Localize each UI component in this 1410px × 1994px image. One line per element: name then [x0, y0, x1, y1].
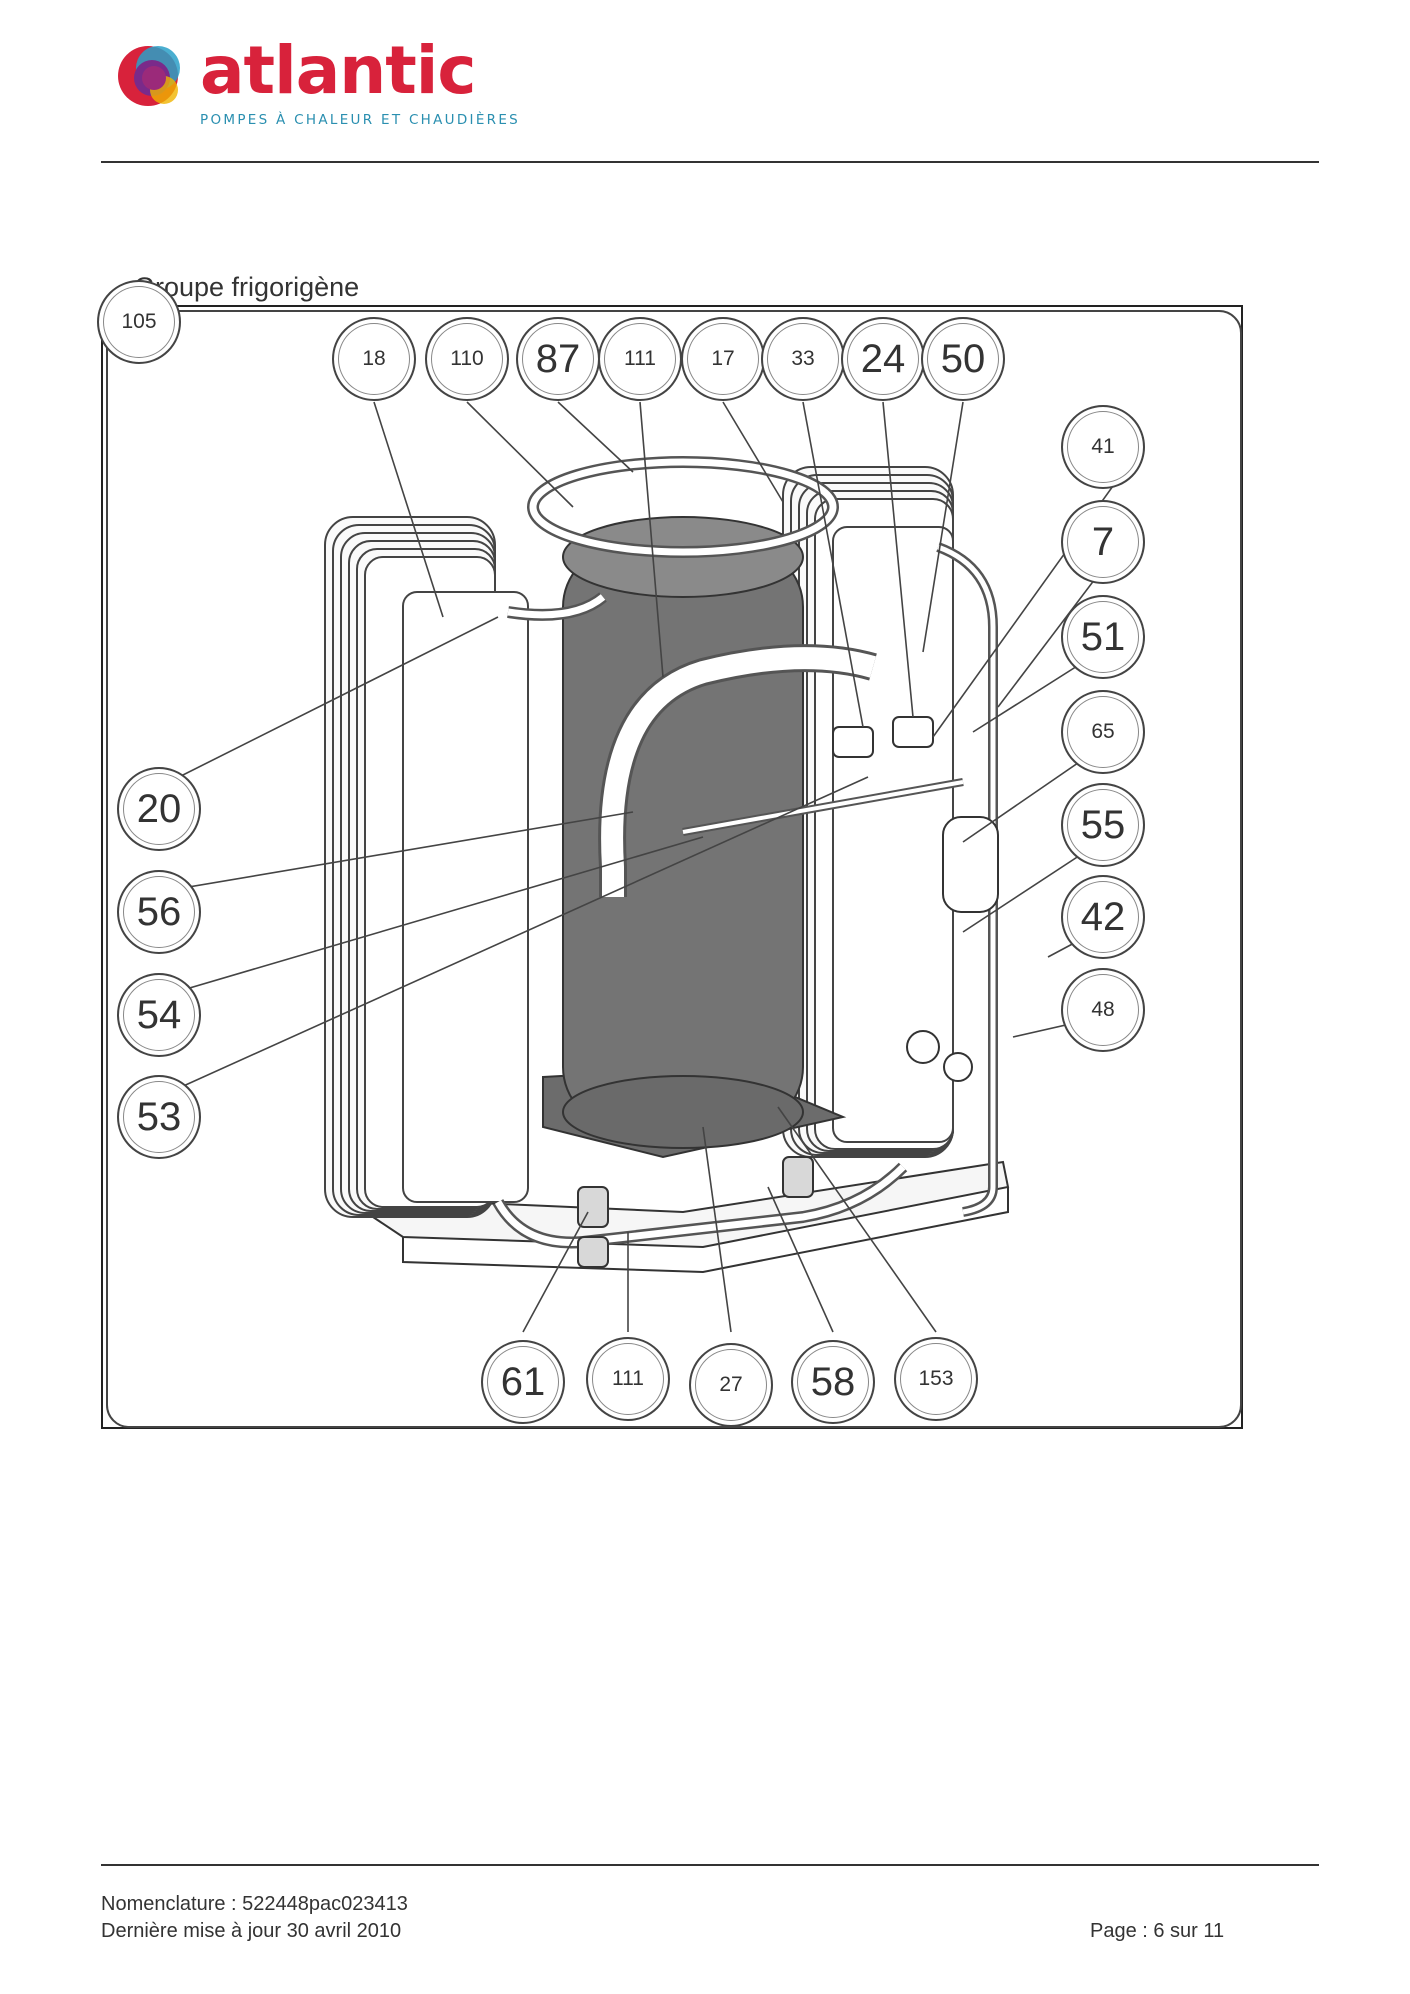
refrigeration-unit-drawing [106, 310, 1242, 1428]
callout-105: 105 [97, 280, 181, 364]
callout-17: 17 [681, 317, 765, 401]
callout-33: 33 [761, 317, 845, 401]
atlantic-logo: atlantic POMPES À CHALEUR ET CHAUDIÈRES [112, 32, 518, 138]
parts-diagram: 105 18 110 87 111 17 33 24 50 41 7 51 65… [97, 280, 1243, 1429]
header-rule [101, 161, 1319, 163]
callout-51: 51 [1061, 595, 1145, 679]
brand-tagline: POMPES À CHALEUR ET CHAUDIÈRES [200, 112, 521, 128]
callout-110: 110 [425, 317, 509, 401]
callout-55: 55 [1061, 783, 1145, 867]
footer-page: Page : 6 sur 11 [1090, 1920, 1225, 1942]
footer-nomenclature: Nomenclature : 522448pac023413 [101, 1893, 408, 1915]
callout-111-bottom: 111 [586, 1337, 670, 1421]
callout-18: 18 [332, 317, 416, 401]
callout-153: 153 [894, 1337, 978, 1421]
callout-24: 24 [841, 317, 925, 401]
callout-65: 65 [1061, 690, 1145, 774]
callout-41: 41 [1061, 405, 1145, 489]
callout-53: 53 [117, 1075, 201, 1159]
callout-54: 54 [117, 973, 201, 1057]
callout-20: 20 [117, 767, 201, 851]
callout-87: 87 [516, 317, 600, 401]
callout-111-top: 111 [598, 317, 682, 401]
brand-name: atlantic [200, 32, 477, 109]
callout-48: 48 [1061, 968, 1145, 1052]
callout-56: 56 [117, 870, 201, 954]
footer-rule [101, 1864, 1319, 1866]
callout-7: 7 [1061, 500, 1145, 584]
callout-50: 50 [921, 317, 1005, 401]
callout-58: 58 [791, 1340, 875, 1424]
footer-updated: Dernière mise à jour 30 avril 2010 [101, 1920, 402, 1942]
callout-61: 61 [481, 1340, 565, 1424]
callout-27: 27 [689, 1343, 773, 1427]
logo-mark-icon [118, 46, 180, 106]
callout-42: 42 [1061, 875, 1145, 959]
